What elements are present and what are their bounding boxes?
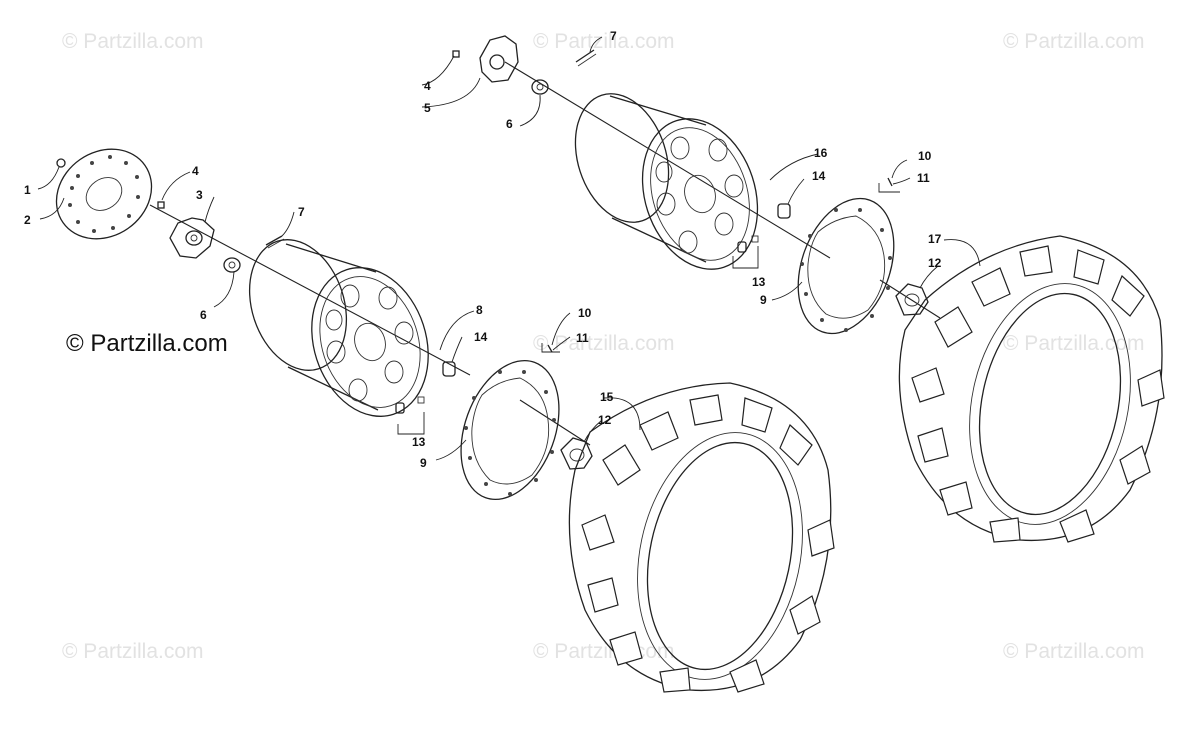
callout-12: 12 (598, 413, 612, 427)
callout-11: 11 (917, 171, 930, 185)
axle-nut (531, 79, 549, 95)
callout-10: 10 (918, 149, 932, 163)
watermark: © Partzilla.com (1003, 640, 1145, 663)
wheel-hub (479, 35, 519, 83)
center-cap (895, 283, 929, 316)
hub-bolt (157, 201, 165, 209)
callout-6: 6 (200, 308, 207, 322)
beadlock-ring-holes (464, 370, 556, 496)
callout-5: 5 (424, 101, 431, 115)
brake-disc-holes (68, 155, 140, 233)
callout-9: 9 (420, 456, 427, 470)
callout-8: 8 (476, 303, 483, 317)
watermark: © Partzilla.com (533, 30, 675, 53)
callout-9: 9 (760, 293, 767, 307)
right-rim (574, 93, 759, 270)
ring-bolt (547, 344, 553, 353)
left-tire (568, 382, 832, 692)
left-tire-tread (581, 394, 835, 693)
watermark: © Partzilla.com (1003, 30, 1145, 53)
cotter-pin (575, 49, 597, 67)
watermark: © Partzilla.com (62, 640, 204, 663)
callout-1: 1 (24, 183, 31, 197)
callout-13: 13 (412, 435, 426, 449)
callout-14: 14 (812, 169, 826, 183)
assembly-axis (149, 204, 471, 376)
beadlock-ring (797, 197, 895, 335)
watermark: © Partzilla.com (62, 30, 204, 53)
brake-disc (55, 148, 153, 240)
callout-6: 6 (506, 117, 513, 131)
valve-stem (737, 235, 759, 253)
callout-13: 13 (752, 275, 766, 289)
center-cap (560, 437, 593, 470)
callout-4: 4 (424, 79, 431, 93)
hub-bolt (452, 50, 460, 58)
disc-bolt (56, 158, 66, 168)
lug-nut (777, 203, 791, 219)
lug-nut (442, 361, 456, 377)
callout-17: 17 (928, 232, 942, 246)
valve-stem (395, 396, 425, 414)
callout-14: 14 (474, 330, 488, 344)
right-tire-tread (911, 245, 1165, 543)
callout-15: 15 (600, 390, 614, 404)
watermark-main: © Partzilla.com (66, 330, 228, 357)
axle-nut (223, 257, 241, 273)
wheel-hub (169, 217, 215, 259)
watermark: © Partzilla.com (1003, 332, 1145, 355)
callout-3: 3 (196, 188, 203, 202)
right-tire (898, 235, 1163, 542)
callout-2: 2 (24, 213, 31, 227)
beadlock-ring (460, 359, 560, 501)
callout-16: 16 (814, 146, 828, 160)
beadlock-ring-holes (800, 208, 892, 332)
callout-12: 12 (928, 256, 942, 270)
callout-7: 7 (610, 29, 617, 43)
callout-4: 4 (192, 164, 199, 178)
assembly-axis (519, 399, 591, 446)
ring-bolt (887, 177, 893, 187)
callout-11: 11 (576, 331, 589, 345)
callout-7: 7 (298, 205, 305, 219)
callout-labels: 1 2 4 3 7 6 8 14 10 11 15 12 13 9 7 4 5 … (24, 29, 942, 470)
assembly-axis (879, 279, 941, 319)
leader-lines (37, 36, 981, 461)
callout-10: 10 (578, 306, 592, 320)
left-rim (248, 239, 429, 417)
